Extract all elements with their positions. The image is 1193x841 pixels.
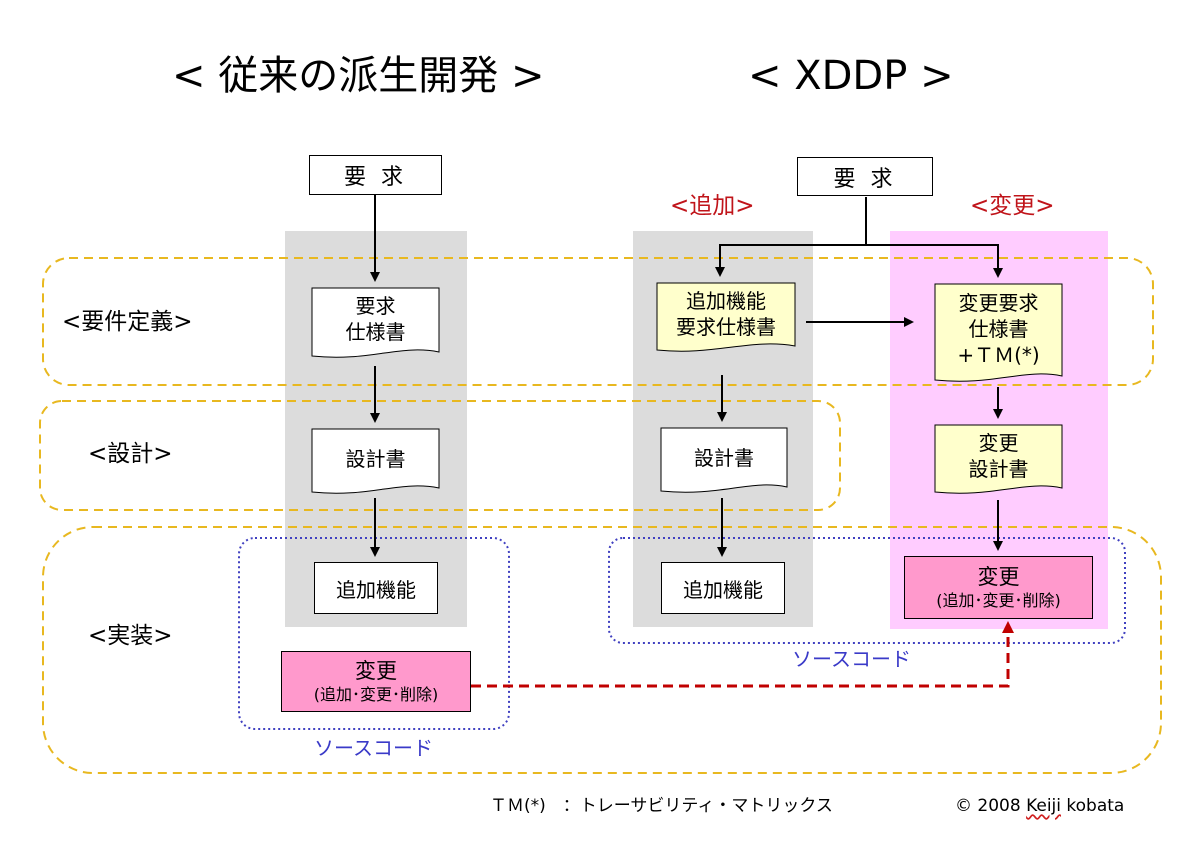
change-design-line2: 設計書 xyxy=(968,457,1029,481)
left-change-line1: 変更 xyxy=(355,658,397,683)
add-spec-doc-shape xyxy=(656,282,796,352)
copyright-name: Keiji xyxy=(1026,796,1062,816)
left-added-function-box: 追加機能 xyxy=(314,562,438,614)
change-design-line1: 変更 xyxy=(978,431,1019,455)
copyright-prefix: © 2008 xyxy=(955,796,1027,816)
change-design-doc-shape xyxy=(934,424,1063,494)
arrow-left-change-to-right-change xyxy=(471,621,1014,688)
right-change-line1: 変更 xyxy=(977,564,1020,589)
stage-label-requirements: <要件定義> xyxy=(62,309,193,335)
design-stage-frame xyxy=(39,400,841,511)
change-spec-doc-shape xyxy=(934,283,1063,382)
left-source-code-label: ソースコード xyxy=(314,736,433,760)
add-design-doc-label: 設計書 xyxy=(694,446,754,470)
left-source-code-frame xyxy=(238,537,510,730)
requirements-stage-frame xyxy=(42,257,1154,386)
right-change-line2: (追加･変更･削除) xyxy=(936,590,1061,610)
implementation-stage-frame xyxy=(42,526,1162,774)
change-spec-doc: 変更要求 仕様書 +ＴＭ(*) xyxy=(935,286,1062,372)
add-function-box: 追加機能 xyxy=(661,562,785,614)
left-change-box: 変更 (追加･変更･削除) xyxy=(281,651,471,712)
add-label: <追加> xyxy=(670,193,755,219)
right-request-box: 要 求 xyxy=(797,157,933,196)
right-request-label: 要 求 xyxy=(833,166,897,192)
right-change-box: 変更 (追加･変更･削除) xyxy=(904,556,1093,619)
add-spec-line1: 追加機能 xyxy=(686,289,766,313)
change-spec-line1: 変更要求 xyxy=(958,291,1039,315)
right-source-code-label: ソースコード xyxy=(792,647,911,671)
add-design-doc-shape xyxy=(660,427,788,493)
add-spec-doc: 追加機能 要求仕様書 xyxy=(657,286,795,342)
left-request-label: 要 求 xyxy=(344,165,407,190)
change-label: <変更> xyxy=(970,193,1055,219)
left-request-box: 要 求 xyxy=(309,155,442,195)
tm-footnote: ＴＭ(*) ：トレーサビリティ・マトリックス xyxy=(490,796,833,816)
add-design-doc: 設計書 xyxy=(661,431,787,485)
left-spec-line2: 仕様書 xyxy=(345,320,406,344)
change-spec-line3: +ＴＭ(*) xyxy=(957,343,1040,367)
arrow-right-request-branch-change xyxy=(866,244,1003,278)
left-design-doc: 設計書 xyxy=(312,432,439,486)
left-spec-line1: 要求 xyxy=(355,294,396,318)
left-change-line2: (追加･変更･削除) xyxy=(313,684,439,704)
stage-label-implementation: <実装> xyxy=(88,623,173,649)
left-design-doc-shape xyxy=(311,428,440,494)
change-spec-line2: 仕様書 xyxy=(968,317,1029,341)
add-function-label: 追加機能 xyxy=(683,577,763,602)
stage-label-design: <設計> xyxy=(88,441,173,467)
arrow-right-request-branch xyxy=(715,197,867,277)
left-spec-doc: 要求 仕様書 xyxy=(312,290,439,348)
right-title: < XDDP > xyxy=(748,53,954,99)
add-spec-line2: 要求仕様書 xyxy=(676,315,776,339)
change-design-doc: 変更 設計書 xyxy=(935,428,1062,484)
copyright: © 2008 Keiji kobata xyxy=(955,795,1124,817)
left-spec-doc-shape xyxy=(311,287,440,358)
left-title: < 従来の派生開発 > xyxy=(172,53,545,99)
left-added-function-label: 追加機能 xyxy=(336,577,416,602)
copyright-suffix: kobata xyxy=(1061,796,1125,816)
left-design-doc-label: 設計書 xyxy=(345,447,406,471)
